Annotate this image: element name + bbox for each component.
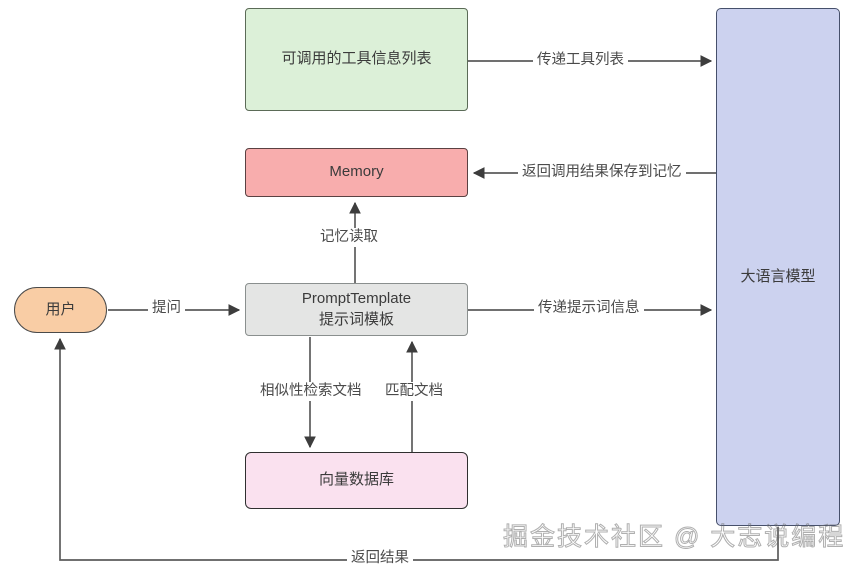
node-vector-database-label: 向量数据库 [318, 471, 394, 489]
node-prompt-template-label-en: PromptTemplate [301, 290, 412, 308]
node-user[interactable]: 用户 [14, 287, 107, 333]
node-large-language-model-label: 大语言模型 [740, 268, 816, 285]
node-memory[interactable]: Memory [245, 148, 468, 197]
node-prompt-template[interactable]: PromptTemplate 提示词模板 [245, 283, 468, 336]
edge-llm-to-user [54, 337, 779, 561]
edge-label-user-to-prompt: 提问 [148, 299, 185, 319]
node-user-label: 用户 [45, 300, 76, 318]
edge-label-llm-to-user: 返回结果 [347, 549, 413, 569]
node-prompt-template-label-zh: 提示词模板 [318, 310, 394, 328]
node-memory-label: Memory [329, 163, 384, 181]
edge-label-tools-to-llm: 传递工具列表 [533, 51, 628, 71]
edge-label-memory-read: 记忆读取 [316, 228, 382, 248]
edge-label-llm-to-memory: 返回调用结果保存到记忆 [518, 163, 686, 183]
node-large-language-model[interactable]: 大语言模型 [716, 8, 840, 526]
node-tool-info-list[interactable]: 可调用的工具信息列表 [245, 8, 468, 111]
node-tool-info-list-label: 可调用的工具信息列表 [281, 50, 432, 68]
edge-label-prompt-to-llm: 传递提示词信息 [534, 299, 644, 319]
edge-label-prompt-to-vectordb: 相似性检索文档 [256, 382, 366, 402]
node-prompt-template-labels: PromptTemplate 提示词模板 [302, 289, 411, 330]
edge-label-vectordb-to-prompt: 匹配文档 [381, 382, 447, 402]
node-vector-database[interactable]: 向量数据库 [245, 452, 468, 509]
watermark-text: 掘金技术社区 @ 大志说编程 [502, 523, 846, 552]
